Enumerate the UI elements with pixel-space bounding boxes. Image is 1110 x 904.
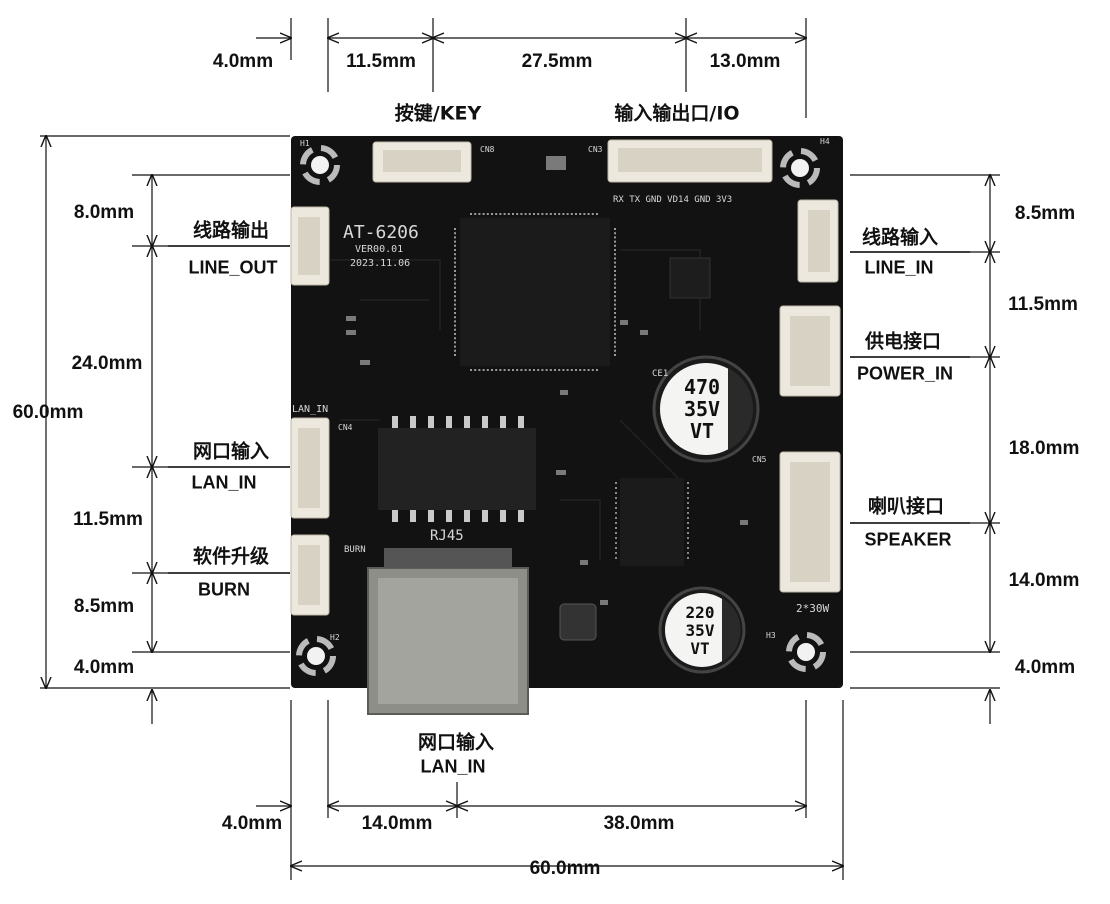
silk-h3: H3 [766, 631, 776, 640]
dim-right-line-in-to-power: 11.5mm [1008, 294, 1078, 315]
dim-left-bottom-offset: 4.0mm [73, 657, 135, 678]
dimension-lines [46, 18, 990, 866]
cap-large-series: VT [690, 419, 714, 443]
label-lan-in-left-en: LAN_IN [191, 472, 257, 493]
label-lan-in-bottom-en: LAN_IN [420, 756, 486, 777]
rj45-jack [367, 548, 529, 715]
dim-top-io-to-edge: 13.0mm [709, 51, 781, 72]
cap-small-series: VT [690, 639, 709, 658]
board-date: 2023.11.06 [350, 258, 410, 269]
dim-bottom-lan: 14.0mm [361, 813, 433, 834]
silk-burn: BURN [344, 545, 366, 555]
silk-h4: H4 [820, 137, 830, 146]
connector-speaker [779, 451, 841, 593]
label-io: 输入输出口/IO [614, 102, 740, 125]
rj45-label: RJ45 [430, 528, 464, 544]
connector-line-in [797, 199, 839, 283]
dim-left-line-out-to-lan: 24.0mm [71, 353, 143, 374]
dim-top-key: 11.5mm [346, 51, 416, 72]
dim-bottom-lan-to-edge: 38.0mm [603, 813, 675, 834]
label-line-out-cn: 线路输出 [192, 219, 270, 242]
silk-h1: H1 [300, 139, 310, 148]
dim-top-key-to-io: 27.5mm [521, 51, 593, 72]
label-speaker-en: SPEAKER [864, 529, 952, 550]
mounting-hole-h4 [780, 148, 820, 188]
dim-right-bottom-offset: 4.0mm [1014, 657, 1076, 678]
silk-cn3: CN3 [588, 145, 603, 154]
inductor-l1 [559, 603, 597, 641]
dim-top-offset: 4.0mm [212, 51, 274, 72]
dim-bottom-total: 60.0mm [529, 858, 601, 879]
codec-chip [669, 257, 711, 299]
cap-small-voltage: 35V [686, 621, 715, 640]
callout-underlines [168, 245, 970, 574]
connector-burn [290, 534, 330, 616]
connector-key-cn8 [372, 141, 472, 183]
connector-lan-in [290, 417, 330, 519]
label-speaker-cn: 喇叭接口 [867, 495, 945, 518]
cap-small-value: 220 [686, 603, 715, 622]
label-line-in-en: LINE_IN [864, 257, 934, 278]
cap-large-voltage: 35V [684, 397, 720, 421]
board-version: VER00.01 [355, 244, 403, 255]
board-model: AT-6206 [343, 222, 419, 243]
dim-right-line-in: 8.5mm [1014, 203, 1076, 224]
capacitor-220uf [658, 586, 746, 674]
main-chip [454, 213, 616, 371]
silk-lan-in: LAN_IN [292, 404, 328, 415]
label-line-in-cn: 线路输入 [861, 226, 939, 249]
silk-ce1: CE1 [652, 369, 668, 379]
mounting-hole-h3 [786, 632, 826, 672]
silk-cn5: CN5 [752, 455, 767, 464]
capacitor-470uf [652, 355, 760, 463]
silk-h2: H2 [330, 633, 340, 642]
cap-large-value: 470 [684, 375, 720, 399]
label-lan-in-bottom-cn: 网口输入 [417, 731, 495, 754]
pcb-board: AT-6206 VER00.01 2023.11.06 RX TX GND VD… [290, 136, 843, 715]
connector-power-in [779, 305, 841, 397]
speaker-rating: 2*30W [796, 602, 829, 615]
silk-cn8: CN8 [480, 145, 495, 154]
label-power-in-en: POWER_IN [856, 363, 954, 384]
mounting-hole-h1 [300, 145, 340, 185]
connector-line-out [290, 206, 330, 286]
dim-left-lan-to-burn: 11.5mm [73, 509, 143, 530]
label-power-in-cn: 供电接口 [864, 330, 942, 353]
dim-right-power-to-speaker: 18.0mm [1008, 438, 1080, 459]
dim-left-line-out: 8.0mm [73, 202, 135, 223]
dim-bottom-offset: 4.0mm [221, 813, 283, 834]
lan-transformer [378, 416, 536, 522]
dim-left-total: 60.0mm [12, 402, 84, 423]
dim-right-speaker: 14.0mm [1008, 570, 1080, 591]
connector-io-cn3 [607, 139, 773, 183]
dim-left-burn: 8.5mm [73, 596, 135, 617]
io-pin-labels: RX TX GND VD14 GND 3V3 [613, 195, 732, 205]
label-burn-cn: 软件升级 [192, 545, 270, 568]
label-key: 按键/KEY [394, 102, 482, 125]
label-lan-in-left-cn: 网口输入 [192, 440, 270, 463]
label-line-out-en: LINE_OUT [188, 257, 278, 278]
silk-cn4: CN4 [338, 423, 353, 432]
amplifier-chip [620, 478, 684, 566]
label-burn-en: BURN [198, 579, 250, 600]
mounting-hole-h2 [296, 636, 336, 676]
